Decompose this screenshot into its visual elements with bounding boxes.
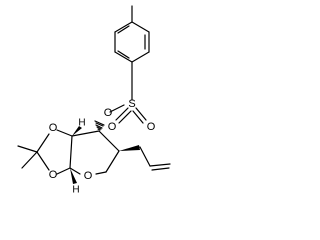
- wedge-h-top: [72, 126, 82, 136]
- atom-hydrogen-top: H: [78, 118, 85, 129]
- wedge-c4-vinyl: [119, 145, 140, 151]
- atom-oxygen-ester: O: [104, 107, 113, 119]
- atom-oxygen-furanose: O: [84, 170, 93, 182]
- bond-vinyl-single: [139, 146, 151, 167]
- bond-s-o: [109, 104, 125, 113]
- atom-hydrogen-bottom: H: [72, 185, 79, 196]
- bond-methyl-a: [17, 145, 38, 153]
- atom-oxygen-dioxolane-bottom: O: [49, 169, 58, 181]
- sulfonyl-double-bonds: [115, 107, 147, 124]
- benzene-ring: [114, 21, 150, 63]
- atom-oxygen-dioxolane-top: O: [49, 122, 58, 134]
- wedge-h-bottom: [70, 168, 77, 184]
- atom-oxygen-sulfonyl-left: O: [108, 121, 117, 133]
- atom-sulfur: S: [128, 98, 135, 110]
- furanose-ring: [69, 130, 120, 175]
- atom-oxygen-sulfonyl-right: O: [147, 121, 156, 133]
- bond-methyl-b: [21, 151, 38, 169]
- dioxolane-ring: [36, 129, 73, 175]
- hashed-bond-c3-o: [94, 120, 105, 131]
- bond-vinyl-double-inner: [151, 167, 170, 171]
- bond-vinyl-double-outer: [149, 163, 171, 167]
- chemical-structure: S O O O O O O H H: [17, 5, 171, 196]
